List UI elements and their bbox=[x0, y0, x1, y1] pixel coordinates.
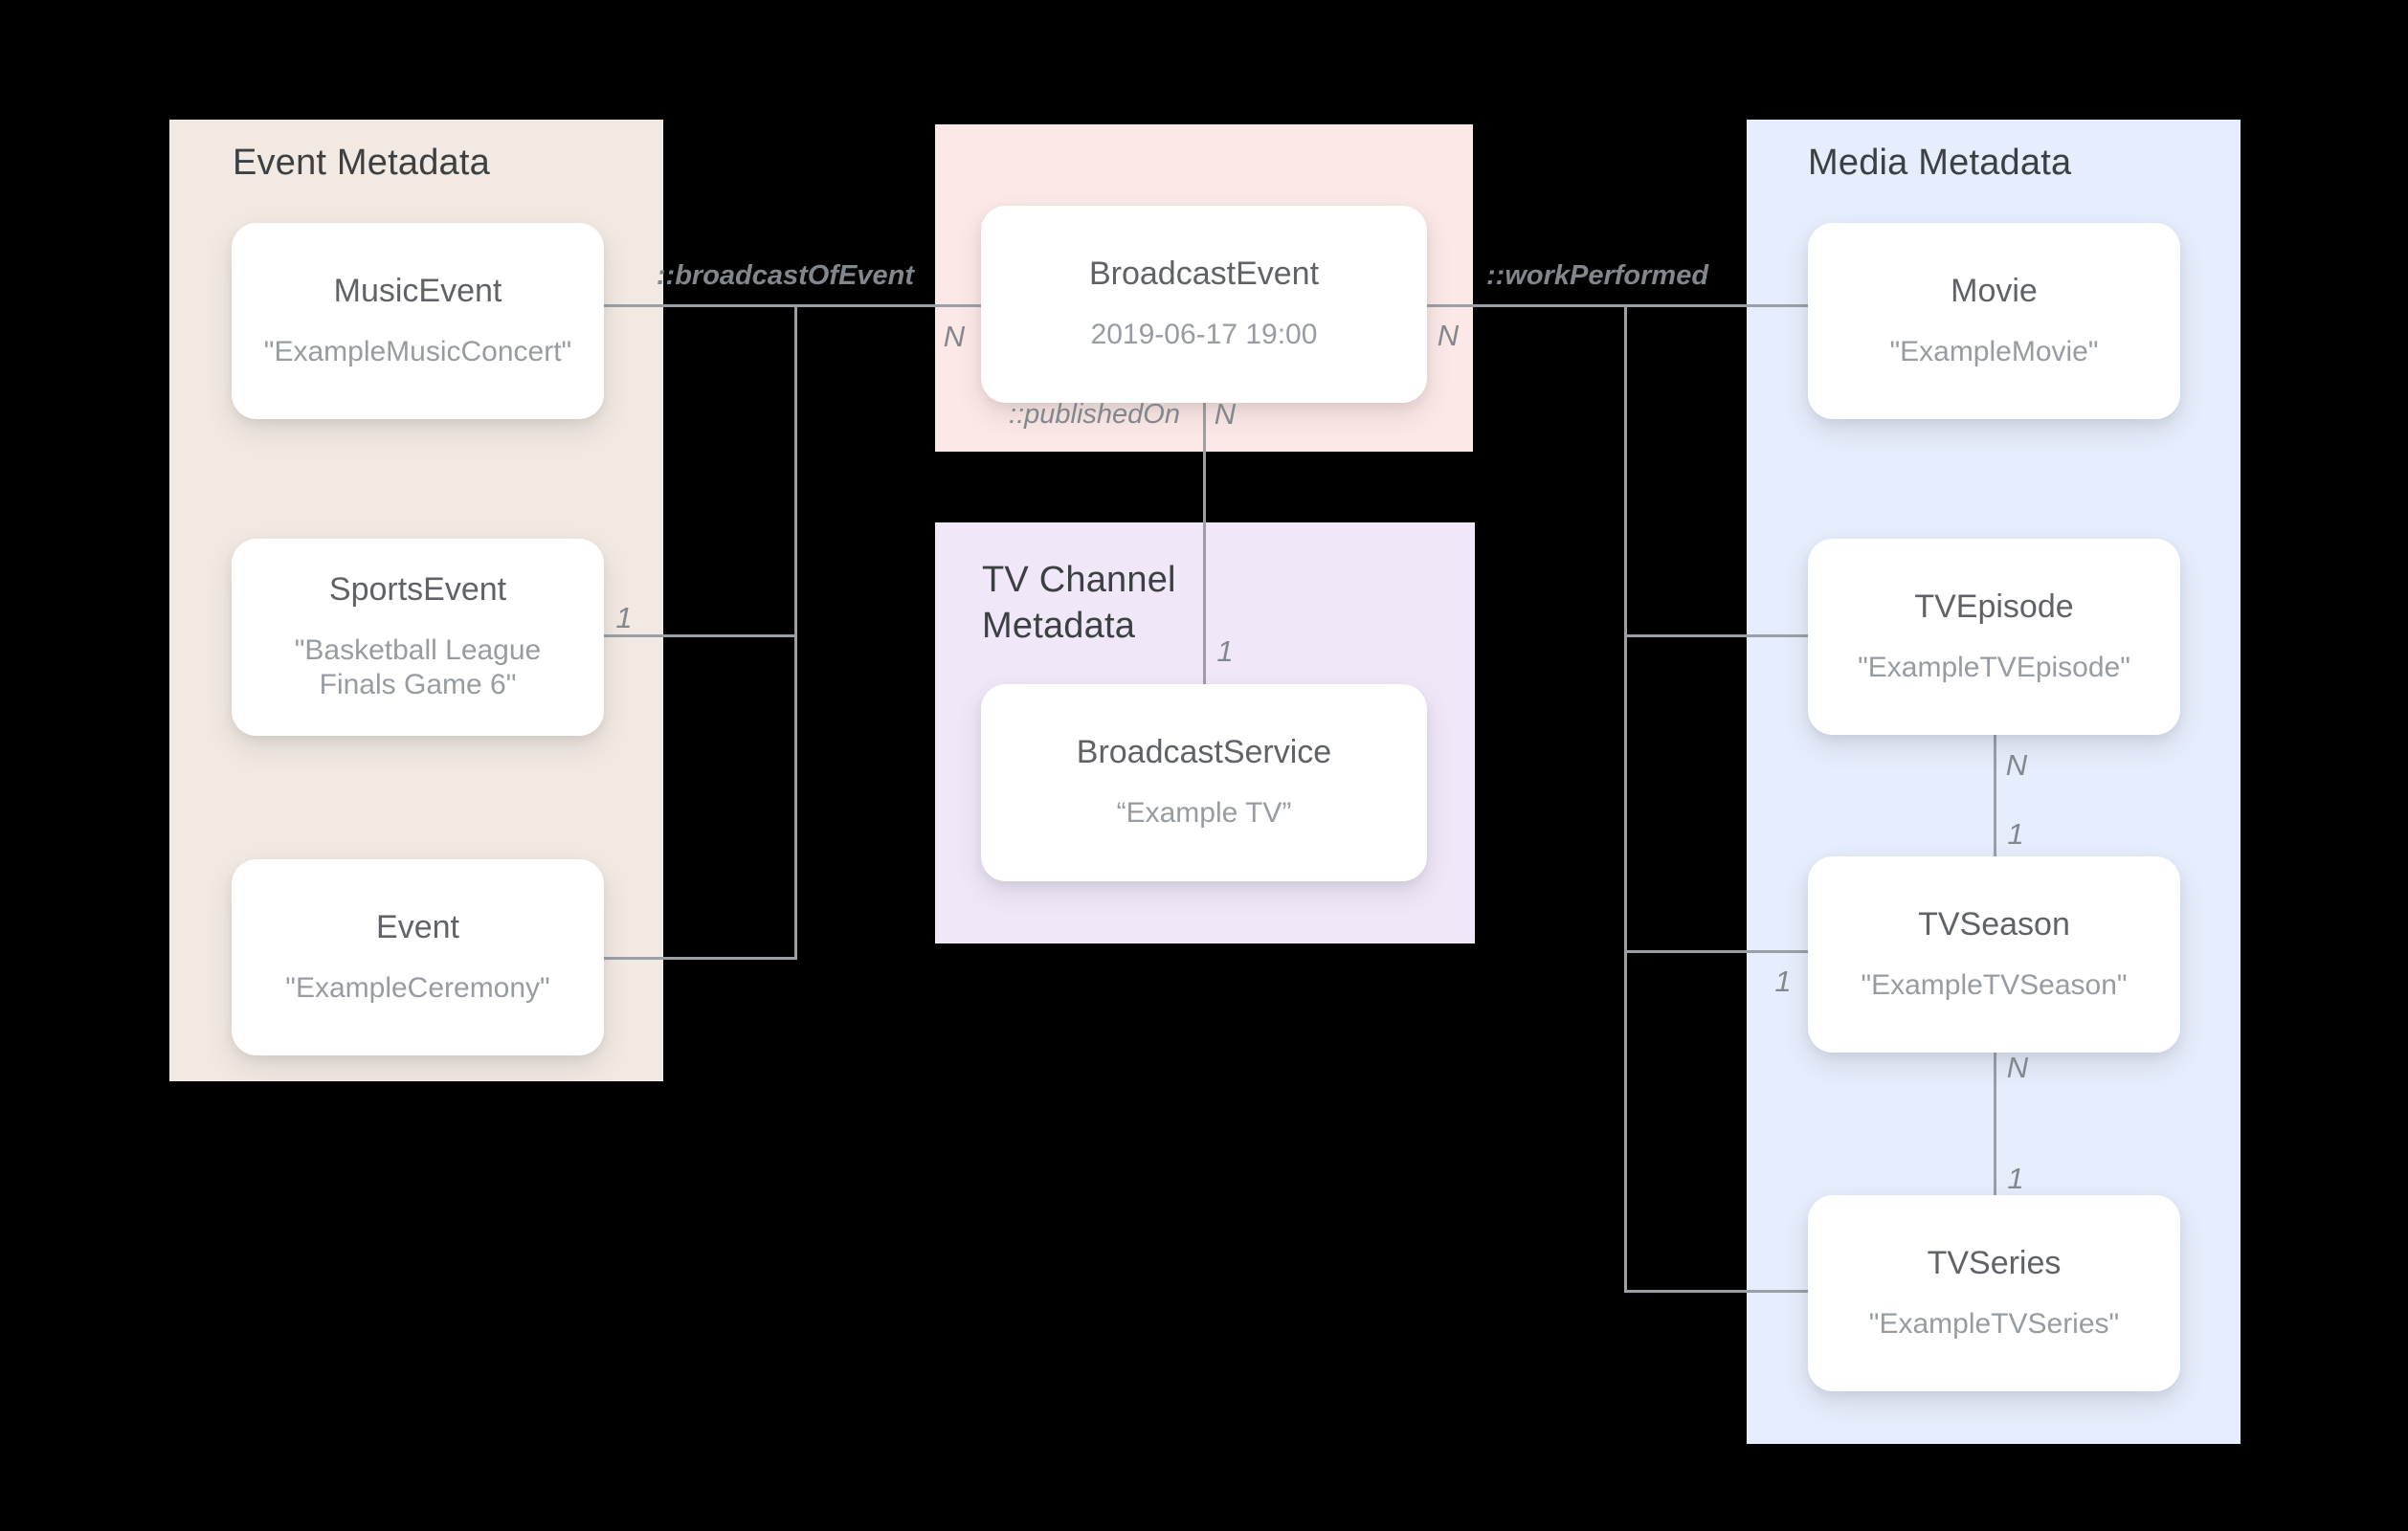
connector-media-branch-vertical bbox=[1624, 304, 1627, 1293]
node-value: "ExampleTVEpisode" bbox=[1858, 651, 2130, 683]
multiplicity-episode-season-1: 1 bbox=[2007, 817, 2024, 851]
connector-tvseason-branch bbox=[1624, 950, 1808, 953]
node-value: "ExampleTVSeason" bbox=[1861, 968, 2128, 1001]
node-title: BroadcastEvent bbox=[1088, 255, 1320, 292]
node-title: TVSeason bbox=[1918, 905, 2070, 943]
multiplicity-episode-season-n: N bbox=[2005, 748, 2028, 782]
connector-workperformed-line bbox=[1427, 304, 1808, 307]
node-title: Movie bbox=[1951, 272, 2038, 309]
relation-label-publishedon: ::publishedOn bbox=[1009, 399, 1180, 430]
connector-broadcastofevent-line bbox=[604, 304, 981, 307]
node-title: TVSeries bbox=[1927, 1244, 2062, 1281]
multiplicity-broadcastservice-1: 1 bbox=[1216, 634, 1234, 668]
node-sports-event: SportsEvent "Basketball League Finals Ga… bbox=[232, 539, 604, 736]
node-broadcast-event: BroadcastEvent 2019-06-17 19:00 bbox=[981, 206, 1427, 403]
multiplicity-sportsevent-1: 1 bbox=[615, 601, 633, 634]
node-title: Event bbox=[376, 908, 459, 945]
node-title: BroadcastService bbox=[1076, 734, 1332, 770]
connector-sportsevent-branch bbox=[604, 634, 796, 637]
panel-title-media-metadata: Media Metadata bbox=[1808, 143, 2072, 183]
node-event: Event "ExampleCeremony" bbox=[232, 859, 604, 1055]
node-value: "ExampleMusicConcert" bbox=[263, 335, 572, 367]
multiplicity-season-series-n: N bbox=[2006, 1051, 2029, 1084]
node-value: "ExampleTVSeries" bbox=[1868, 1307, 2120, 1340]
node-value: “Example TV” bbox=[1116, 797, 1292, 829]
connector-publishedon-line bbox=[1203, 402, 1206, 684]
multiplicity-publishedon-n: N bbox=[1214, 397, 1237, 431]
connector-tvseries-branch bbox=[1624, 1290, 1808, 1293]
node-value: 2019-06-17 19:00 bbox=[1090, 319, 1318, 350]
relation-label-broadcastofevent: ::broadcastOfEvent bbox=[656, 260, 914, 291]
node-tv-episode: TVEpisode "ExampleTVEpisode" bbox=[1808, 539, 2180, 735]
relation-label-workperformed: ::workPerformed bbox=[1486, 260, 1709, 291]
node-tv-series: TVSeries "ExampleTVSeries" bbox=[1808, 1195, 2180, 1391]
node-value: "ExampleMovie" bbox=[1889, 335, 2099, 367]
node-title: MusicEvent bbox=[333, 272, 502, 309]
multiplicity-season-series-1: 1 bbox=[2007, 1162, 2024, 1195]
connector-event-branch bbox=[604, 957, 796, 960]
multiplicity-broadcastevent-right-n: N bbox=[1437, 319, 1460, 352]
node-music-event: MusicEvent "ExampleMusicConcert" bbox=[232, 223, 604, 419]
connector-season-series-line bbox=[1994, 1053, 1996, 1195]
connector-tvepisode-branch bbox=[1624, 634, 1808, 637]
panel-title-event-metadata: Event Metadata bbox=[233, 143, 490, 183]
multiplicity-tvseason-left-1: 1 bbox=[1774, 965, 1792, 998]
node-movie: Movie "ExampleMovie" bbox=[1808, 223, 2180, 419]
node-broadcast-service: BroadcastService “Example TV” bbox=[981, 684, 1427, 881]
connector-episode-season-line bbox=[1994, 735, 1996, 856]
node-title: SportsEvent bbox=[328, 571, 507, 608]
node-value: "ExampleCeremony" bbox=[285, 971, 550, 1004]
panel-title-tv-channel-metadata: TV Channel Metadata bbox=[982, 560, 1176, 646]
node-tv-season: TVSeason "ExampleTVSeason" bbox=[1808, 856, 2180, 1053]
connector-events-branch-vertical bbox=[794, 304, 797, 960]
multiplicity-broadcastevent-left-n: N bbox=[943, 320, 966, 353]
node-value: "Basketball League Finals Game 6" bbox=[294, 634, 542, 700]
node-title: TVEpisode bbox=[1914, 588, 2074, 625]
